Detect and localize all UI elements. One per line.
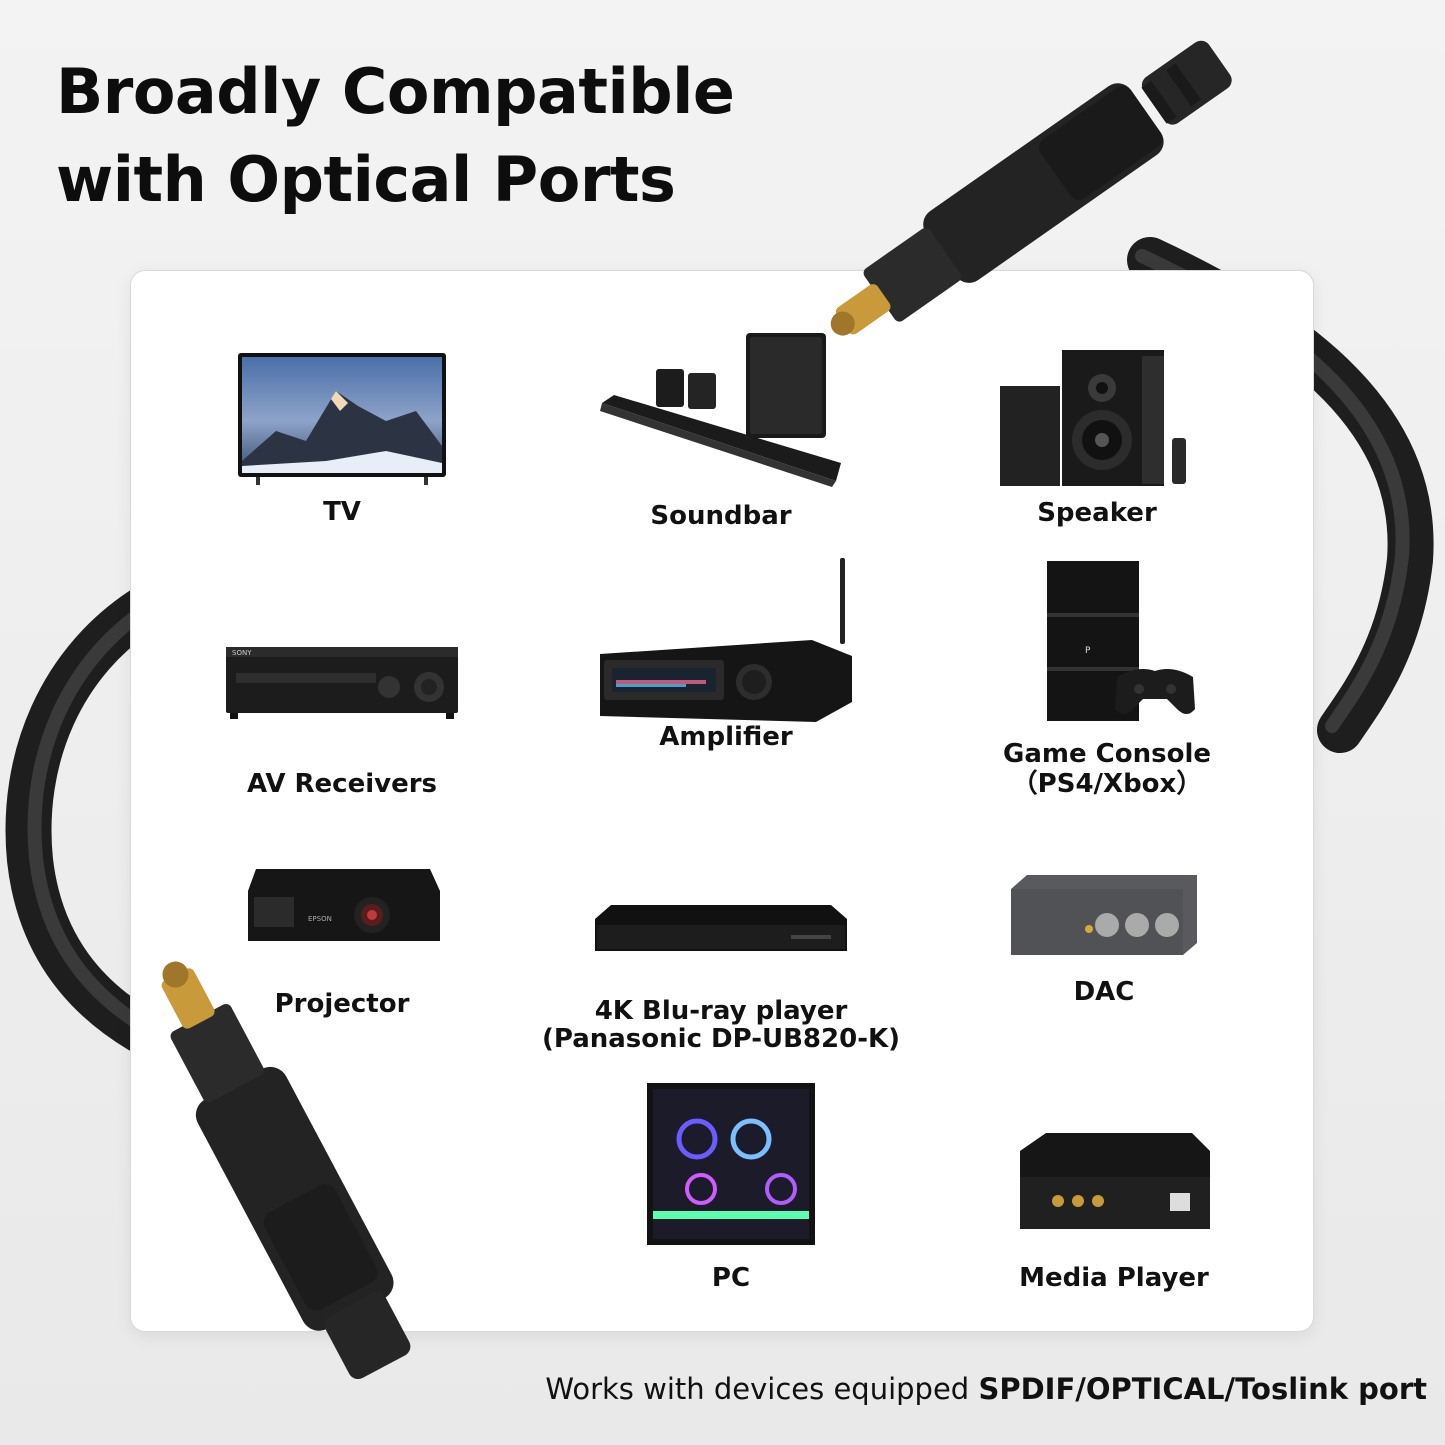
svg-text:P: P — [1085, 646, 1091, 656]
headline-line-1: Broadly Compatible — [56, 55, 735, 128]
footer-ports: SPDIF/OPTICAL/Toslink port — [978, 1372, 1427, 1406]
pc-icon — [647, 1083, 815, 1245]
tv-icon — [238, 353, 446, 485]
av-receiver-icon: SONY — [226, 647, 458, 719]
device-label: Projector — [274, 989, 410, 1019]
projector-icon: EPSON — [248, 869, 440, 941]
device-label: PC — [711, 1263, 751, 1293]
media-player-icon — [1020, 1133, 1210, 1229]
bluray-player-icon — [595, 905, 847, 951]
footer-prefix: Works with devices equipped — [545, 1372, 979, 1406]
headline: Broadly Compatible with Optical Ports — [56, 48, 776, 224]
svg-text:EPSON: EPSON — [308, 915, 332, 923]
device-game-console: P Game Console （PS4/Xbox） — [987, 559, 1227, 799]
device-tv: TV — [227, 351, 457, 527]
device-pc: PC — [631, 1079, 831, 1293]
device-label: Game Console — [1003, 739, 1211, 769]
device-bluray: 4K Blu-ray player (Panasonic DP-UB820-K) — [542, 901, 900, 1053]
game-console-icon: P — [1047, 561, 1195, 721]
dac-icon — [1011, 875, 1197, 955]
device-amplifier: Amplifier — [596, 556, 856, 752]
device-soundbar: Soundbar — [596, 331, 846, 531]
device-dac: DAC — [999, 871, 1209, 1007]
device-card: TV Soundbar Speaker SONY — [131, 271, 1313, 1331]
device-label-secondary: （PS4/Xbox） — [1011, 769, 1203, 799]
device-label: AV Receivers — [246, 769, 438, 799]
speaker-icon — [1000, 350, 1186, 486]
device-label: Media Player — [1019, 1263, 1209, 1293]
device-label: DAC — [1073, 977, 1135, 1007]
svg-text:SONY: SONY — [232, 649, 252, 657]
soundbar-icon — [600, 333, 841, 487]
device-label: Amplifier — [659, 722, 793, 752]
device-label: TV — [323, 497, 361, 527]
device-label-secondary: (Panasonic DP-UB820-K) — [541, 1024, 901, 1054]
device-label: 4K Blu-ray player — [594, 996, 848, 1026]
device-label: Speaker — [1037, 498, 1157, 528]
device-media-player: Media Player — [999, 1129, 1229, 1293]
amplifier-icon — [600, 558, 852, 722]
device-av-receiver: SONY AV Receivers — [217, 643, 467, 799]
headline-line-2: with Optical Ports — [56, 143, 676, 216]
device-projector: EPSON Projector — [227, 863, 457, 1019]
device-speaker: Speaker — [987, 346, 1207, 528]
compatibility-note: Works with devices equipped SPDIF/OPTICA… — [545, 1372, 1427, 1406]
device-label: Soundbar — [650, 501, 792, 531]
